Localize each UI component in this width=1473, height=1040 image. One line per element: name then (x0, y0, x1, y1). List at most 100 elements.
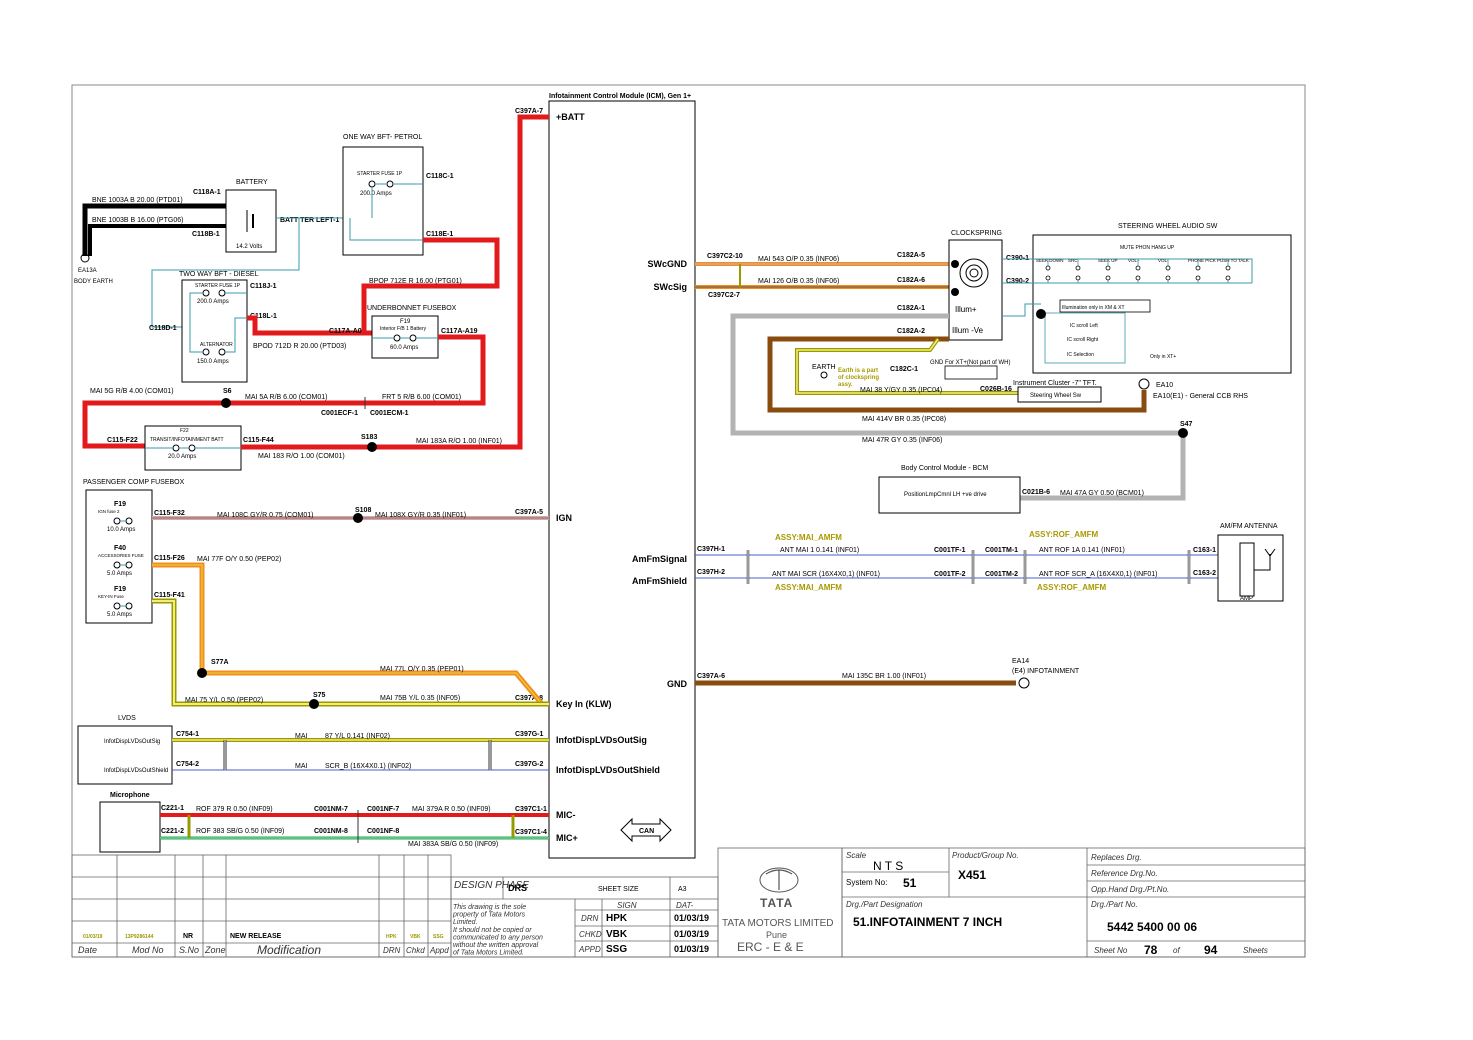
connector-label: C163-1 (1193, 547, 1216, 554)
connector-label: C163-2 (1193, 570, 1216, 577)
splice-s47 (1178, 428, 1188, 438)
company-city: Pune (766, 930, 787, 940)
clockspring-title: CLOCKSPRING (951, 230, 1002, 237)
reference-label: Reference Drg.No. (1091, 869, 1158, 878)
connector-label: C001NM-7 (314, 806, 348, 813)
swa-box (1032, 234, 1292, 374)
disclaimer-line: This drawing is the sole (453, 904, 526, 911)
disclaimer-line: of Tata Motors Limited. (453, 950, 524, 957)
wire-label: BPOP 712E R 16.00 (PTG01) (369, 278, 462, 285)
wire-label: ROF 383 SB/G 0.50 (INF09) (196, 828, 284, 835)
connector-label: C001TF-2 (934, 571, 966, 578)
icm-pin-label: MIC+ (556, 833, 578, 843)
assy-label: ASSY:ROF_AMFM (1037, 583, 1107, 592)
wire-label: MAI 135C BR 1.00 (INF01) (842, 673, 926, 680)
amp-icon (1239, 542, 1255, 597)
assy-label: ASSY:MAI_AMFM (775, 533, 842, 542)
part-no-label: Drg./Part No. (1091, 900, 1138, 909)
icm-pin-label: AmFmSignal (632, 554, 687, 564)
icm-pin-label: SWcGND (647, 259, 687, 269)
product-label: Product/Group No. (952, 851, 1019, 860)
scroll-left: IC scroll Left (1070, 323, 1098, 329)
earth-icon (820, 371, 828, 379)
lvds-title: LVDS (118, 715, 136, 722)
connector-label: C001NF-8 (367, 828, 399, 835)
rev-desc: NEW RELEASE (230, 933, 282, 940)
total-sheets: 94 (1204, 943, 1218, 957)
connector-label: C117A-A19 (441, 328, 478, 335)
chkd-label: CHKD (579, 930, 602, 939)
connector-label: C397H-2 (697, 569, 725, 576)
icm-pin-label: +BATT (556, 112, 585, 122)
icm-pin-label: InfotDispLVDsOutSig (556, 735, 647, 745)
fuse-desc: KEY-IN Fuse (98, 594, 124, 599)
col-modification: Modification (257, 943, 321, 957)
swa-button-label: VOL- (1158, 258, 1169, 263)
connector-label: C397A-5 (515, 509, 543, 516)
col-chkd: Chkd (406, 946, 425, 955)
disclaimer-line: Limited. (453, 919, 478, 926)
drn-name: HPK (606, 913, 628, 924)
body-earth-label: BODY EARTH (74, 279, 113, 285)
sheet-size: SHEET SIZE (598, 886, 639, 893)
tata-logo-text: TATA (760, 896, 793, 910)
fuse-amps: 20.0 Amps (168, 454, 196, 460)
wire-label: MAI 183 R/O 1.00 (COM01) (258, 453, 345, 460)
illum-note-box (1059, 299, 1151, 313)
icm-title: Infotainment Control Module (ICM), Gen 1… (549, 93, 691, 100)
rev-drn: HPK (386, 934, 397, 940)
lvds-box (77, 725, 173, 785)
connector-label: C221-1 (161, 805, 184, 812)
antenna-title: AM/FM ANTENNA (1220, 523, 1278, 530)
sheet-no-label: Sheet No (1094, 946, 1128, 955)
scale-value: N T S (873, 859, 903, 873)
part-des-label: Drg./Part Designation (846, 900, 923, 909)
connector-label: C397C2-7 (708, 292, 740, 299)
connector-label: C001ECM-1 (370, 410, 409, 417)
connector-label: BATT TER LEFT-1 (280, 217, 339, 224)
connector-label: C118L-1 (250, 313, 277, 320)
swa-title: STEERING WHEEL AUDIO SW (1118, 223, 1218, 230)
connector-label: C115-F26 (154, 555, 185, 562)
rev-mod: 13P9286144 (125, 934, 154, 940)
wire-label: BPOD 712D R 20.00 (PTD03) (253, 343, 346, 350)
wire-frt5-mai5a (82, 334, 486, 449)
appd-label: APPD (578, 945, 601, 954)
splice-label: S183 (361, 434, 377, 441)
wire-label: BNE 1003B B 16.00 (PTG06) (92, 217, 183, 224)
ea10-ground-icon (1138, 378, 1150, 390)
fuse-amps: 10.0 Amps (107, 527, 135, 533)
diesel-bft-box (181, 279, 248, 383)
fuse-label: STARTER FUSE 1P (195, 283, 241, 289)
fuse-desc: TRANSIT/INFOTAINMENT BATT (150, 437, 224, 443)
amp-label: AMP (1240, 596, 1253, 602)
splice-label: S77A (211, 659, 229, 666)
battery-title: BATTERY (236, 179, 268, 186)
mic-box (99, 801, 161, 853)
disclaimer-line: communicated to any person (453, 934, 543, 941)
product-value: X451 (958, 868, 986, 882)
scroll-right: IC scroll Right (1067, 337, 1099, 343)
wire-bpop-712e (247, 237, 500, 336)
steering-wheel-sw: Steering Wheel Sw (1030, 393, 1082, 399)
splice-s108 (353, 513, 363, 523)
wire-mai-75 (152, 598, 549, 707)
connector-label: C221-2 (161, 828, 184, 835)
fuse-amps: 5.0 Amps (107, 571, 132, 577)
splice-s6 (221, 398, 231, 408)
col-appd: Appd (429, 946, 449, 955)
appd-date: 01/03/19 (674, 944, 709, 954)
wire-ant (695, 554, 1218, 579)
icm-pin-label: SWcSig (653, 282, 687, 292)
bcm-function: PositionLmpCmnl LH +ve drive (904, 492, 987, 498)
sheet-size-value: A3 (678, 886, 687, 893)
wire-mai-183a (241, 114, 549, 450)
wire-label: MAI 75B Y/L 0.35 (INF05) (380, 695, 460, 702)
fuse-name: F19 (400, 319, 411, 325)
disclaimer-line: It should not be copied or (453, 927, 532, 934)
wire-label: MAI 126 O/B 0.35 (INF06) (758, 278, 839, 285)
fuse-amps: 5.0 Amps (107, 612, 132, 618)
system-no-label: System No: (846, 878, 887, 887)
